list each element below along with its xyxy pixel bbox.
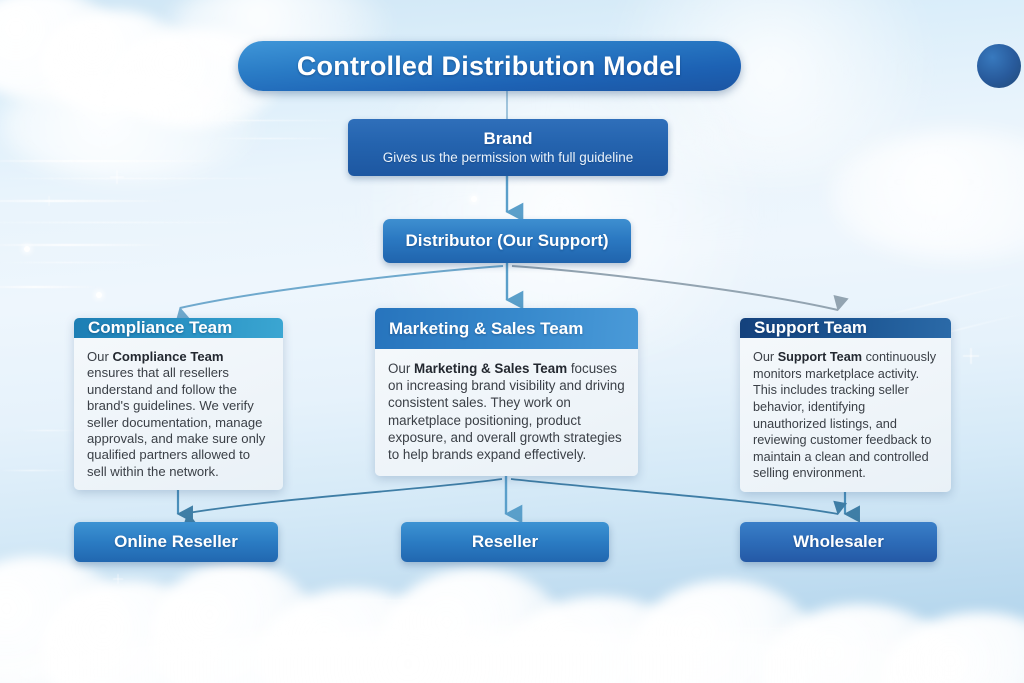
compliance-body-lead: Our xyxy=(87,349,113,364)
compliance-team-body: Our Compliance Team ensures that all res… xyxy=(74,338,283,490)
support-body-text: continuously monitors marketplace activi… xyxy=(753,350,937,481)
compliance-body-strong: Compliance Team xyxy=(112,349,224,364)
support-team-body: Our Support Team continuously monitors m… xyxy=(740,338,951,492)
diagram-title: Controlled Distribution Model xyxy=(238,41,741,91)
support-body-strong: Support Team xyxy=(777,350,863,365)
support-body-lead: Our xyxy=(753,350,778,365)
marketing-body-text: focuses on increasing brand visibility a… xyxy=(388,361,625,463)
diagram-title-label: Controlled Distribution Model xyxy=(296,50,683,81)
wholesaler-node[interactable]: Wholesaler xyxy=(740,522,937,562)
online-reseller-label: Online Reseller xyxy=(114,532,238,551)
marketing-body-strong: Marketing & Sales Team xyxy=(414,361,568,376)
wholesaler-label: Wholesaler xyxy=(793,532,884,551)
reseller-node[interactable]: Reseller xyxy=(401,522,609,562)
marketing-sales-team-body: Our Marketing & Sales Team focuses on in… xyxy=(375,349,638,476)
compliance-team-header: Compliance Team xyxy=(74,318,283,338)
online-reseller-node[interactable]: Online Reseller xyxy=(74,522,278,562)
marketing-sales-team-card[interactable]: Marketing & Sales Team Our Marketing & S… xyxy=(375,308,638,476)
marketing-body-lead: Our xyxy=(388,361,415,376)
compliance-team-header-label: Compliance Team xyxy=(88,318,233,337)
brand-title: Brand xyxy=(483,128,533,148)
support-team-card[interactable]: Support Team Our Support Team continuous… xyxy=(740,318,951,492)
reseller-label: Reseller xyxy=(471,532,539,551)
marketing-sales-team-header-label: Marketing & Sales Team xyxy=(389,318,584,338)
distributor-label: Distributor (Our Support) xyxy=(405,231,609,250)
support-team-header-label: Support Team xyxy=(754,318,868,338)
compliance-body-text: ensures that all resellers understand an… xyxy=(87,365,266,479)
support-team-header: Support Team xyxy=(740,318,951,339)
distributor-node[interactable]: Distributor (Our Support) xyxy=(383,219,631,263)
marketing-sales-team-header: Marketing & Sales Team xyxy=(375,308,638,349)
brand-node[interactable]: Brand Gives us the permission with full … xyxy=(348,119,668,176)
brand-subtitle: Gives us the permission with full guidel… xyxy=(382,149,634,165)
compliance-team-card[interactable]: Compliance Team Our Compliance Team ensu… xyxy=(74,318,283,490)
